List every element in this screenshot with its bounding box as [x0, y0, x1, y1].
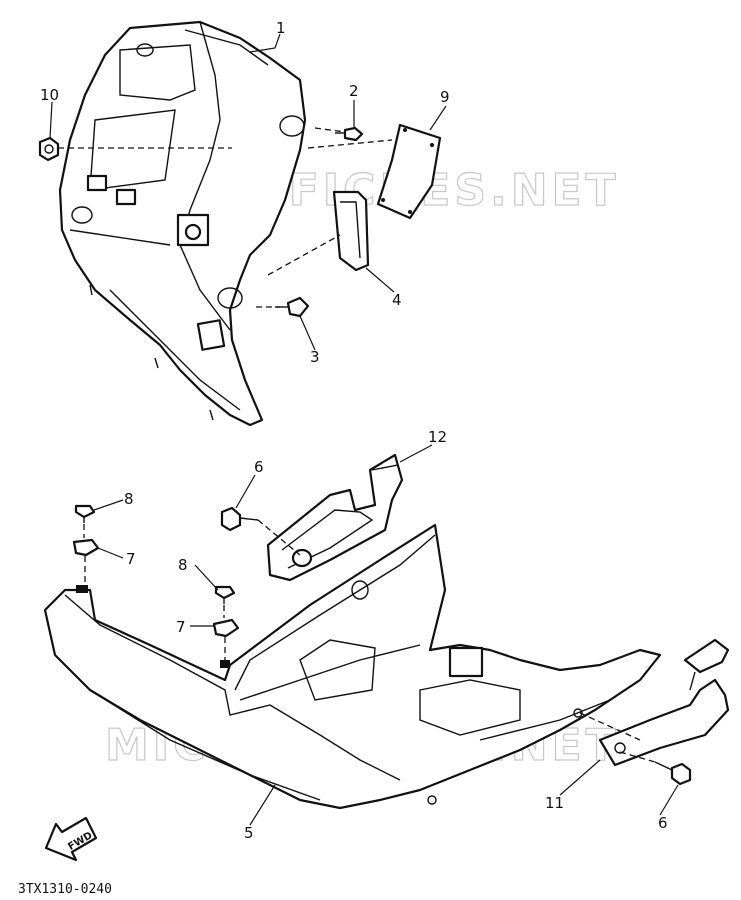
part-1-leg-shield — [58, 20, 307, 427]
callout-8-upper: 8 — [124, 490, 134, 508]
callout-5: 5 — [244, 824, 254, 842]
assembly-line-9 — [307, 139, 393, 149]
boss-3 — [217, 287, 243, 309]
callout-6-upper: 6 — [254, 458, 264, 476]
part-7-clip-a — [72, 538, 100, 557]
callout-9: 9 — [440, 88, 450, 106]
callout-7-upper: 7 — [126, 550, 136, 568]
callout-2: 2 — [349, 82, 359, 100]
forward-arrow-icon: FWD — [44, 816, 98, 862]
part-4-plate — [332, 190, 370, 272]
part-10-nut — [38, 136, 60, 162]
clip-left — [86, 174, 108, 192]
callout-8-lower: 8 — [178, 556, 188, 574]
callout-1: 1 — [276, 19, 286, 37]
callout-7-lower: 7 — [176, 618, 186, 636]
clip-right — [115, 188, 137, 206]
part-6-bolt-lower — [654, 761, 692, 786]
assembly-line-6b — [619, 751, 656, 763]
assembly-line-11 — [579, 712, 641, 741]
part-6-bolt-upper — [220, 506, 259, 532]
boss-2 — [279, 115, 305, 137]
assembly-line-6a — [257, 519, 301, 556]
leader-lines — [49, 33, 679, 826]
part-7-clip-b — [212, 618, 240, 638]
boss-4 — [71, 206, 93, 224]
part-9-plate — [376, 123, 442, 220]
callout-6-lower: 6 — [658, 814, 668, 832]
part-8-screw-b — [214, 585, 236, 604]
part-11-bracket — [598, 638, 730, 767]
assembly-line-4 — [267, 234, 341, 276]
assembly-line-2 — [314, 127, 346, 133]
boss-1 — [136, 43, 154, 57]
callout-3: 3 — [310, 348, 320, 366]
callout-12: 12 — [428, 428, 447, 446]
part-8-screw-a — [74, 504, 96, 523]
callout-10: 10 — [40, 86, 59, 104]
part-5-floor-panel — [43, 523, 662, 810]
floor-tab — [448, 646, 484, 678]
bottom-slot — [196, 319, 226, 351]
part-12-bracket — [266, 453, 404, 582]
diagram-code: 3TX1310-0240 — [18, 882, 112, 897]
callout-4: 4 — [392, 291, 402, 309]
callout-11: 11 — [545, 794, 564, 812]
part-2-screw — [335, 126, 364, 142]
